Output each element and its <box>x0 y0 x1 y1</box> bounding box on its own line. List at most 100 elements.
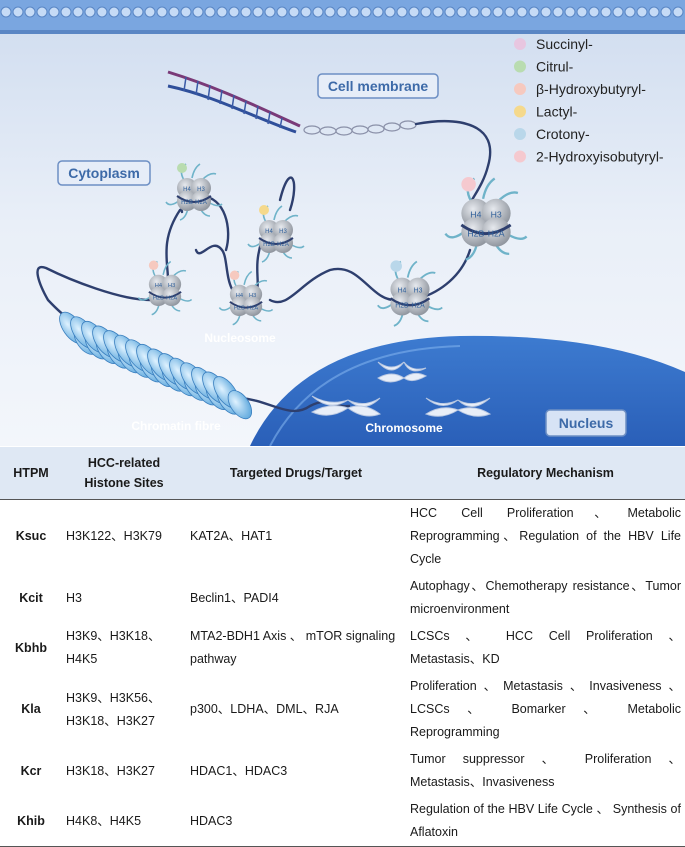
table-row: Kla H3K9、H3K56、H3K18、H3K27 p300、LDHA、DML、R… <box>0 673 685 746</box>
drugs-cell: HDAC3 <box>186 796 406 847</box>
sites-cell: H3 <box>66 590 82 605</box>
modification-dot-icon <box>177 163 187 173</box>
htpm-cell: Khib <box>0 796 62 847</box>
histone-label: H4 <box>265 229 273 235</box>
mechanism-cell: Autophagy、Chemotherapy resistance、Tumor … <box>410 579 681 616</box>
nucleosome-label: Nucleosome <box>204 331 276 345</box>
modification-dot-icon <box>390 260 402 272</box>
histone-label: H2B <box>153 296 164 302</box>
histone-label: H4 <box>236 293 243 299</box>
histone-label: H2B <box>467 229 484 239</box>
sites-cell: H3K9、H3K18、H4K5 <box>66 629 161 666</box>
svg-text:Cell membrane: Cell membrane <box>328 78 429 94</box>
nucleus-label: Nucleus <box>545 409 627 437</box>
legend-swatch-icon <box>514 128 526 140</box>
mechanism-cell: Tumor suppressor 、 Proliferation 、 Metas… <box>410 752 681 789</box>
drugs-cell: p300、LDHA、DML、RJA <box>190 702 339 716</box>
modification-dot-icon <box>148 260 159 271</box>
legend-swatch-icon <box>514 150 526 163</box>
histone-label: H3 <box>249 293 256 299</box>
mechanism-cell: Regulation of the HBV Life Cycle 、 Synth… <box>406 796 685 847</box>
legend-swatch-icon <box>514 60 526 73</box>
drugs-cell: Beclin1、PADI4 <box>190 590 279 605</box>
cytoplasm-label: Cytoplasm <box>57 160 151 186</box>
header-drugs: Targeted Drugs/Target <box>186 447 406 500</box>
histone-label: H2A <box>247 306 258 312</box>
sites-cell: H3K122、H3K79 <box>66 529 162 543</box>
chromatin-fibre-label: Chromatin fibre <box>131 419 221 433</box>
mechanism-cell: LCSCs 、 HCC Cell Proliferation 、 Metasta… <box>410 629 681 666</box>
chromosome-icon <box>310 361 492 417</box>
sites-cell: H4K8、H4K5 <box>62 796 186 847</box>
drugs-cell: HDAC1、HDAC3 <box>190 763 288 778</box>
header-mechanism: Regulatory Mechanism <box>406 447 685 500</box>
chromatin-fibre-icon <box>59 311 253 420</box>
chromosome-label: Chromosome <box>365 421 443 435</box>
legend-swatch-icon <box>514 105 526 118</box>
htpm-cell: Kla <box>21 702 41 716</box>
table-row: Kcit H3 Beclin1、PADI4 Autophagy、Chemotherap… <box>0 573 685 623</box>
histone-label: H4 <box>470 210 481 220</box>
htpm-cell: Ksuc <box>15 529 47 543</box>
header-sites-line1: HCC-related <box>87 456 161 470</box>
histone-label: H2B <box>263 242 275 248</box>
histone-label: H4 <box>183 187 191 193</box>
table-row: Ksuc H3K122、H3K79 KAT2A、HAT1 HCC Cell Proli… <box>0 500 685 574</box>
table-row: Kbhb H3K9、H3K18、H4K5 MTA2-BDH1 Axis 、 mTOR… <box>0 623 685 673</box>
sites-cell: H3K18、H3K27 <box>66 763 155 778</box>
svg-text:Cytoplasm: Cytoplasm <box>68 165 140 181</box>
mechanism-cell: HCC Cell Proliferation、Metabolic Reprogr… <box>410 506 681 566</box>
table-row: Kcr H3K18、H3K27 HDAC1、HDAC3 Tumor suppresso… <box>0 746 685 796</box>
histone-label: H2A <box>488 229 505 239</box>
modification-legend: Succinyl- Citrul-β-Hydroxybutyryl- Lactyl-… <box>514 36 664 165</box>
modification-dot-icon <box>461 177 476 192</box>
htpm-cell: Kcit <box>19 590 43 605</box>
histone-label: H2A <box>277 242 289 248</box>
modification-dot-icon <box>259 205 269 215</box>
modification-dot-icon <box>229 270 240 281</box>
histone-label: H2A <box>166 296 177 302</box>
histone-label: H2B <box>181 200 193 206</box>
legend-swatch-icon <box>514 83 526 95</box>
histone-label: H3 <box>197 187 205 193</box>
histone-label: H2A <box>195 200 207 206</box>
mechanism-cell: Proliferation、Metastasis、Invasiveness、LC… <box>410 679 681 739</box>
histone-label: H2A <box>411 303 425 310</box>
histone-label: H3 <box>414 288 423 295</box>
legend-label: Lactyl- <box>536 104 578 120</box>
cell-membrane-label: Cell membrane <box>317 73 439 99</box>
histone-label: H3 <box>168 283 175 289</box>
header-sites-line2: Histone Sites <box>84 476 164 490</box>
drugs-cell: MTA2-BDH1 Axis 、 mTOR signaling pathway <box>190 629 396 666</box>
legend-label: Crotony- <box>536 126 590 142</box>
legend-swatch-icon <box>514 38 526 50</box>
sites-cell: H3K9、H3K56、H3K18、H3K27 <box>66 690 161 728</box>
header-htpm: HTPM <box>0 447 62 500</box>
histone-label: H3 <box>279 229 287 235</box>
drugs-cell: KAT2A、HAT1 <box>190 529 273 543</box>
histone-label: H2B <box>395 303 409 310</box>
histone-label: H4 <box>398 288 407 295</box>
histone-label: H3 <box>491 210 502 220</box>
legend-label: Succinyl- <box>536 36 593 52</box>
legend-label: β-Hydroxybutyryl- <box>536 81 646 97</box>
htpm-cell: Kbhb <box>15 640 47 655</box>
legend-label: 2-Hydroxyisobutyryl- <box>536 149 664 165</box>
htpm-cell: Kcr <box>20 763 42 778</box>
histone-label: H4 <box>155 283 162 289</box>
svg-text:Nucleus: Nucleus <box>559 415 614 431</box>
histone-label: H2B <box>234 306 245 312</box>
legend-label: Citrul- <box>536 59 574 75</box>
